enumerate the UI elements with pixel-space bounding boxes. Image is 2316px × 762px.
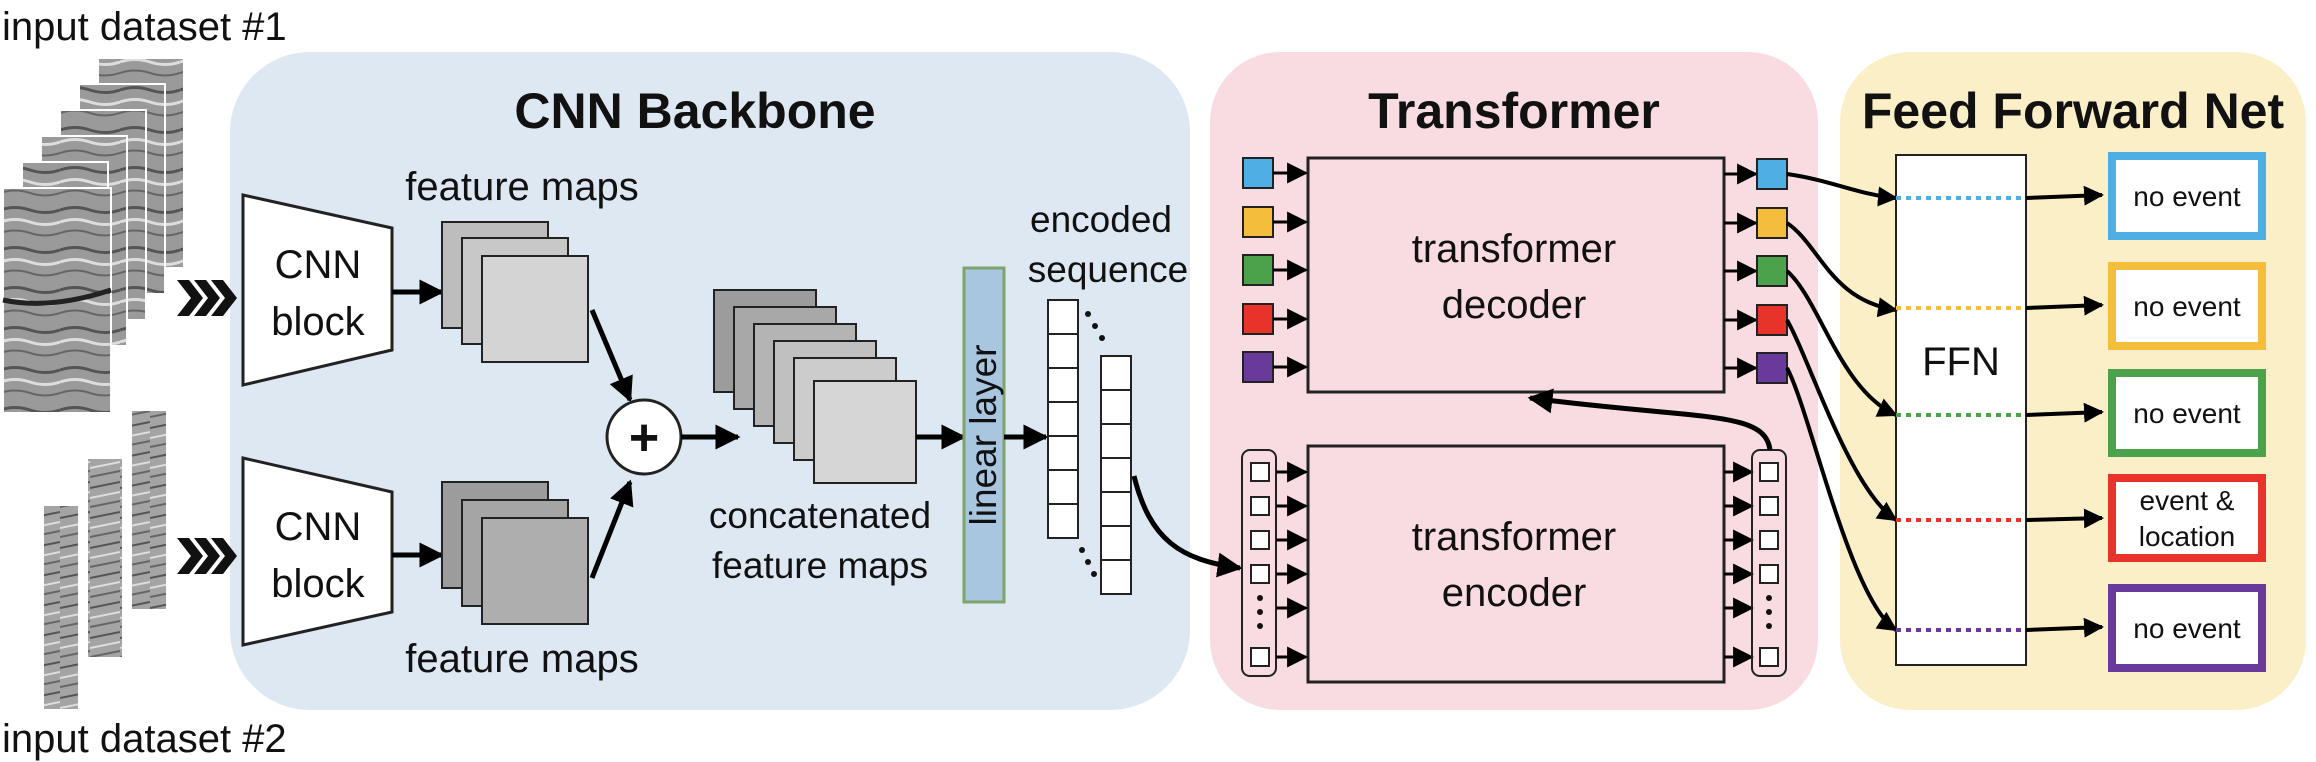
cnn-block-top-label-line1: CNN [275, 243, 362, 287]
output-5-label: no event [2133, 613, 2241, 644]
ffn-title: Feed Forward Net [1862, 83, 2285, 139]
output-4-label-line2: location [2139, 521, 2236, 552]
input-dataset-1-label: input dataset #1 [2, 5, 287, 49]
output-box-2: no event [2108, 262, 2266, 350]
encoder-label-line1: transformer [1412, 515, 1617, 559]
ffn-block [1895, 154, 2027, 666]
cnn-block-bottom-label-line1: CNN [275, 505, 362, 549]
chevron-arrows-icon [177, 538, 237, 574]
feature-maps-top [441, 221, 589, 363]
output-box-1: no event [2108, 152, 2266, 240]
encoder-input-tokens [1250, 462, 1270, 667]
concatenated-label-line2: feature maps [712, 545, 928, 586]
chevron-arrows-icon [177, 280, 237, 316]
encoded-sequence-column-2 [1100, 355, 1132, 595]
cnn-block-bottom-label-line2: block [271, 562, 365, 606]
output-box-3: no event [2108, 369, 2266, 457]
feature-maps-bottom-label: feature maps [405, 637, 638, 681]
input-dataset-1-images [2, 57, 185, 414]
output-1-label: no event [2133, 181, 2241, 212]
output-box-4: event & location [2108, 474, 2266, 562]
encoded-sequence-label-line1: encoded [1030, 199, 1172, 240]
cnn-block-top [241, 193, 394, 387]
input-dataset-2-images [42, 409, 168, 711]
linear-layer [962, 266, 1006, 604]
concatenated-label-line1: concatenated [709, 495, 931, 536]
linear-layer-label: linear layer [963, 345, 1004, 526]
transformer-decoder [1306, 156, 1726, 394]
encoder-output-tokens [1759, 462, 1779, 667]
feature-maps-top-label: feature maps [405, 165, 638, 209]
decoder-outputs [1756, 158, 1788, 384]
transformer-encoder [1306, 444, 1726, 684]
encoded-sequence-column-1 [1047, 299, 1079, 539]
encoder-label-line2: encoder [1442, 571, 1587, 615]
concatenated-feature-maps [713, 289, 917, 484]
encoded-sequence-label-line2: sequence [1028, 249, 1188, 290]
transformer-title: Transformer [1368, 83, 1660, 139]
ffn-label: FFN [1922, 340, 2000, 384]
cnn-block-bottom [241, 456, 394, 647]
input-dataset-2-label: input dataset #2 [2, 717, 287, 761]
output-2-label: no event [2133, 291, 2241, 322]
decoder-label-line2: decoder [1442, 283, 1587, 327]
encoded-sequence-dots [1079, 311, 1105, 577]
output-4-label-line1: event & [2140, 485, 2235, 516]
encoder-input-group [1241, 449, 1277, 677]
feature-maps-bottom [441, 481, 589, 625]
cnn-block-top-label-line2: block [271, 300, 365, 344]
cnn-backbone-title: CNN Backbone [514, 83, 875, 139]
output-3-label: no event [2133, 398, 2241, 429]
sum-node-symbol: + [629, 409, 659, 467]
output-box-5: no event [2108, 584, 2266, 672]
decoder-label-line1: transformer [1412, 227, 1617, 271]
